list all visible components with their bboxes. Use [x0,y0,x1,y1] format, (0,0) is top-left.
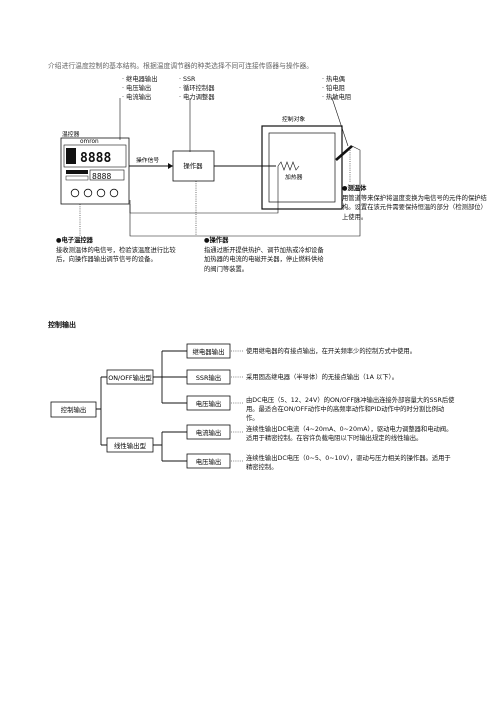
status-strip [65,175,89,181]
root-label: 控制输出 [61,405,87,414]
intro-text: 介绍进行温度控制的基本结构。根据温度调节器的种类选择不同可连接传感器与操作器。 [48,62,314,70]
leaf-label: SSR输出 [196,373,221,382]
leaf-label: 电流输出 [196,428,222,437]
key-icon[interactable] [70,188,80,198]
actuator-list: · SSR · 循环控制器 · 电力调整器 [179,75,215,102]
controller-note: ●电子温控器 接收测温体的电信号，检验该温度进行比较后，向操作器输出调节信号的设… [56,237,176,264]
leaf-box [186,395,231,411]
signal-label: 操作信号 [136,156,159,164]
heater-label: 加热器 [285,173,303,181]
display-top-digits: 8888 [80,151,111,166]
list-item: · 热敏电阻 [322,94,352,101]
leaf-label: 电压输出 [196,457,222,466]
list-item: · 继电器输出 [122,76,158,83]
display-frame [63,144,127,168]
heater-coil-icon [277,161,300,171]
list-item: · SSR [179,76,196,83]
leaf-box [186,369,231,385]
key-icon[interactable] [109,188,119,198]
target-inner [268,132,336,203]
target-title: 控制对象 [282,115,305,123]
probe-icon [335,145,353,161]
onoff-label: ON/OFF输出型 [108,373,152,382]
leaf-desc: 连续性输出DC电流（4~20mA、0~20mA），驱动电力调整器和电动阀。适用于… [246,426,453,442]
list-item: · 循环控制器 [179,85,215,92]
key-icon[interactable] [83,188,93,198]
list-item: · 热电偶 [322,76,345,83]
leaf-label: 电压输出 [196,399,222,408]
linear-label: 线性输出型 [114,441,147,450]
leaf-desc: 由DC电压（5、12、24V）的ON/OFF脉冲输出连接外部容量大的SSR后使用… [246,397,455,422]
display-frame-lower [89,169,125,181]
leaf-desc: 连续性输出DC电压（0~5、0~10V），驱动与压力相关的操作器。适用于精密控制… [246,455,451,471]
display-side-block [66,148,76,164]
actuator-note: ●操作器 指通过断开提供热护、调节加热或冷却设备加热器的电流的电磁开关器，停止燃… [204,237,324,273]
leaf-label: 继电器输出 [193,347,225,356]
brand-logo: omron [80,139,99,145]
leaf-desc: 采用固态继电器（半导体）的无接点输出（1A 以下）。 [246,374,398,381]
list-item: · 铂电阻 [322,85,345,92]
key-icon[interactable] [96,188,106,198]
display-bottom-digits: 8888 [92,172,111,181]
target-outer [261,125,343,210]
root-box [50,401,97,418]
status-strip [66,170,88,174]
leaf-box [186,343,231,359]
sensor-note: ●测温体 用管道等来保护将温度变换为电信号的元件的保护结构。设置在该元件需要保持… [342,185,487,221]
leaf-desc: 使用继电器的有接点输出，在开关频率少的控制方式中使用。 [246,348,417,355]
arrow-head-icon [168,163,173,169]
section-title: 控制输出 [48,321,76,329]
leaf-box [186,453,231,469]
list-item: · 电流输出 [122,94,152,101]
sensor-list: · 热电偶 · 铂电阻 · 热敏电阻 [322,75,351,102]
list-item: · 电力调整器 [179,94,215,101]
list-item: · 电压输出 [122,85,152,92]
controller-title: 温控器 [62,130,80,138]
output-type-list: · 继电器输出 · 电压输出 · 电流输出 [122,75,158,102]
leaf-box [186,424,231,440]
actuator-box-label: 操作器 [183,161,203,170]
